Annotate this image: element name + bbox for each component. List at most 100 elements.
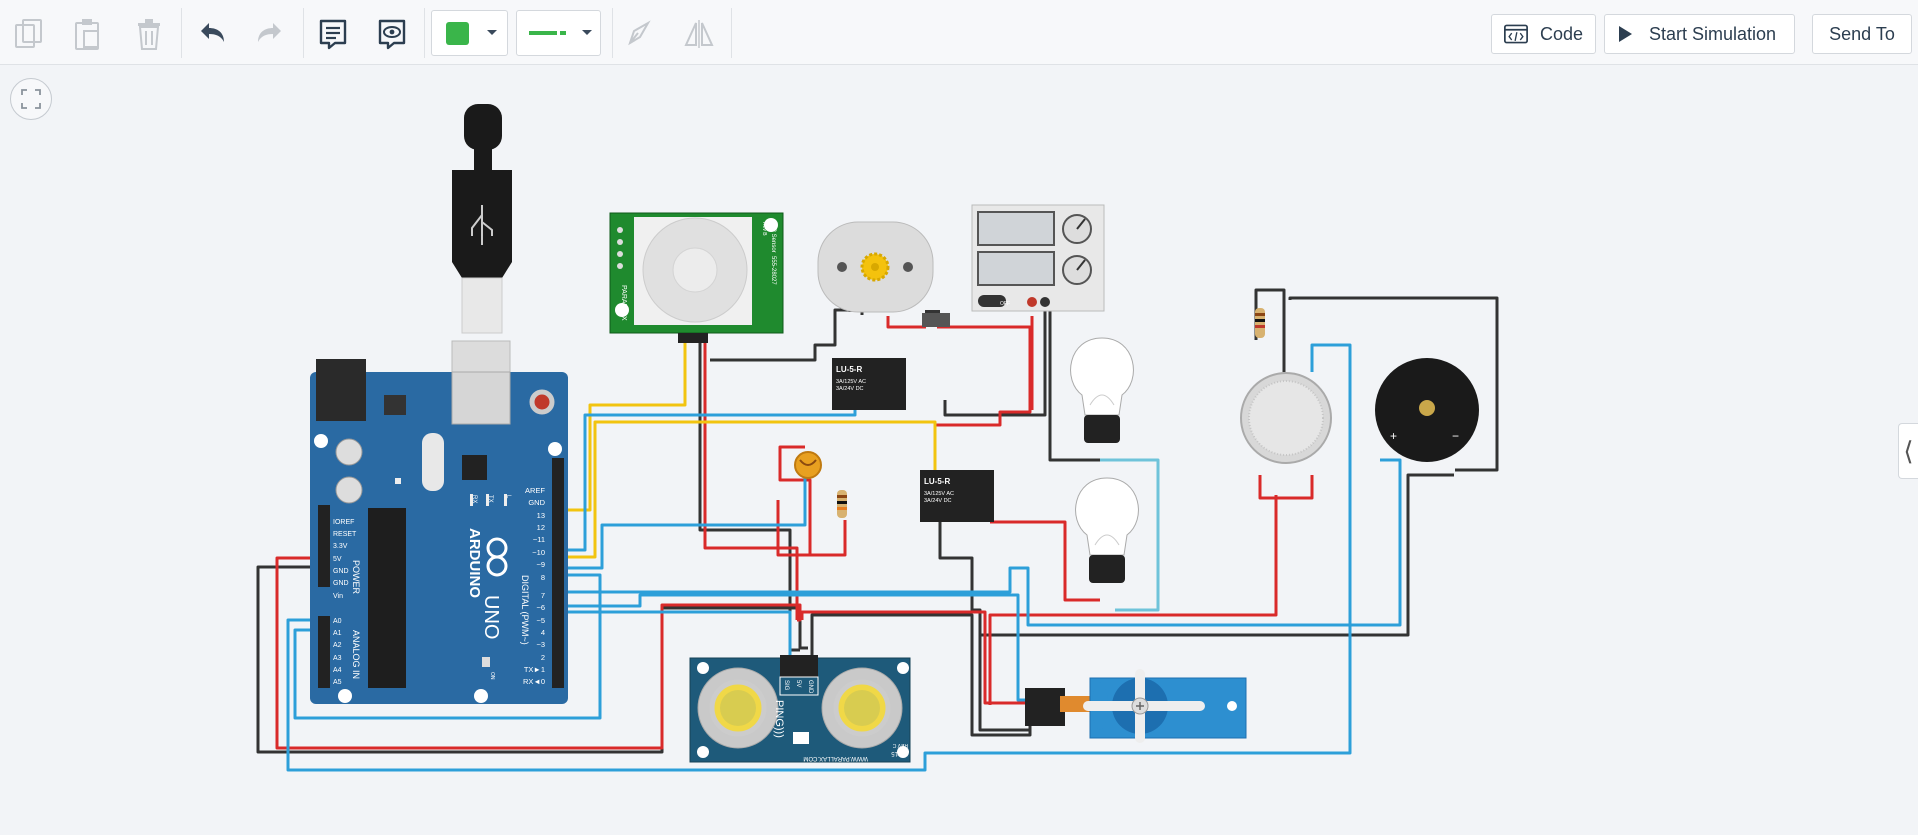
- wire[interactable]: [776, 500, 847, 557]
- pin-label: A1: [333, 630, 342, 637]
- circuit-canvas[interactable]: AREF GND 13 12 ~11 ~10 ~9 8 7 ~6 ~5 4 ~3…: [0, 65, 1918, 835]
- pin-label: A4: [333, 667, 342, 674]
- photoresistor[interactable]: [794, 451, 822, 479]
- fullscreen-icon: [21, 89, 41, 109]
- wires: [256, 288, 1499, 772]
- redo-icon[interactable]: [247, 12, 293, 56]
- ping-pin-label: SIG: [783, 680, 789, 691]
- wire[interactable]: [275, 556, 802, 750]
- chevron-left-icon: ⟨: [1903, 435, 1914, 466]
- components-panel-toggle[interactable]: ⟨: [1898, 423, 1918, 479]
- toolbar-divider: [731, 8, 732, 58]
- wire[interactable]: [935, 325, 1032, 427]
- relay-1[interactable]: LU-5-R 3A/125V AC 3A/24V DC: [832, 358, 906, 410]
- relay-label: LU-5-R: [924, 477, 950, 486]
- pin-label: RESET: [333, 531, 357, 538]
- color-swatch: [446, 21, 469, 45]
- uno-model: UNO: [480, 595, 502, 639]
- undo-icon[interactable]: [189, 12, 235, 56]
- dc-motor[interactable]: [817, 221, 940, 327]
- relay-spec: 3A/24V DC: [924, 498, 952, 504]
- ping-url: WWW.PARALLAX.COM: [803, 755, 868, 761]
- fill-color-dropdown[interactable]: [431, 10, 508, 56]
- pin-label: 7: [541, 591, 545, 600]
- wire[interactable]: [778, 445, 812, 555]
- piezo-buzzer[interactable]: + −: [1375, 358, 1479, 462]
- wire[interactable]: [1258, 475, 1314, 500]
- relay-2[interactable]: LU-5-R 3A/125V AC 3A/24V DC: [920, 470, 994, 522]
- servo-motor[interactable]: [1025, 669, 1247, 743]
- wire[interactable]: [553, 610, 792, 660]
- arduino-uno-board[interactable]: AREF GND 13 12 ~11 ~10 ~9 8 7 ~6 ~5 4 ~3…: [310, 359, 568, 704]
- pin-label: 13: [537, 511, 545, 520]
- wire[interactable]: [293, 573, 602, 720]
- wire[interactable]: [703, 340, 799, 620]
- wire[interactable]: [988, 495, 1278, 705]
- notes-icon[interactable]: [310, 12, 356, 56]
- buzzer-minus: −: [1452, 429, 1459, 443]
- ping-ultrasonic-sensor[interactable]: SIG 5V GND PING))) WWW.PARALLAX.COM 2801…: [689, 655, 911, 763]
- light-bulb-1[interactable]: [1070, 337, 1134, 443]
- wire[interactable]: [886, 316, 926, 329]
- wire[interactable]: [980, 473, 1454, 637]
- wire[interactable]: [938, 490, 1030, 732]
- pin-label: A3: [333, 655, 342, 662]
- power-supply[interactable]: OFF: [971, 204, 1105, 312]
- relay-spec: 3A/24V DC: [836, 386, 864, 392]
- ping-pin-label: GND: [807, 680, 813, 694]
- resistor-1[interactable]: [837, 490, 847, 518]
- chevron-down-icon: [582, 30, 592, 35]
- power-section-label: POWER: [351, 560, 361, 595]
- wire[interactable]: [800, 610, 1030, 705]
- pin-label: TX►1: [524, 665, 545, 674]
- wire[interactable]: [1100, 458, 1160, 612]
- wire[interactable]: [556, 420, 937, 559]
- send-to-button[interactable]: Send To: [1812, 14, 1912, 54]
- ping-rev: REV C: [892, 742, 908, 748]
- wire[interactable]: [990, 520, 1100, 602]
- pir-part: 555-28027: [770, 256, 776, 285]
- pir-sensor[interactable]: PARALLAX PIR Sensor Rev B 555-28027: [609, 212, 784, 343]
- start-simulation-button[interactable]: Start Simulation: [1604, 14, 1795, 54]
- copy-icon[interactable]: [6, 12, 52, 56]
- wire[interactable]: [553, 593, 1030, 702]
- pin-label: 2: [541, 653, 545, 662]
- pin-label: 8: [541, 573, 545, 582]
- wire[interactable]: [1288, 296, 1499, 472]
- slide-switch[interactable]: [922, 313, 950, 327]
- chevron-down-icon: [487, 30, 497, 35]
- wire-style-dropdown[interactable]: [516, 10, 601, 56]
- ping-part: 28015: [891, 750, 908, 756]
- toolbar-divider: [424, 8, 425, 58]
- wire[interactable]: [698, 335, 800, 652]
- fit-view-button[interactable]: [10, 78, 52, 120]
- delete-icon[interactable]: [126, 12, 172, 56]
- light-bulb-2[interactable]: [1075, 477, 1139, 583]
- relay-label: LU-5-R: [836, 365, 862, 374]
- pin-label: ~9: [536, 560, 545, 569]
- ping-brand: PING))): [773, 700, 785, 738]
- start-simulation-label: Start Simulation: [1649, 23, 1777, 44]
- wire[interactable]: [553, 458, 1402, 627]
- pen-icon[interactable]: [616, 12, 662, 56]
- wire[interactable]: [943, 298, 1050, 417]
- pin-label: 5V: [333, 556, 342, 563]
- code-button-label: Code: [1539, 23, 1583, 44]
- code-button[interactable]: Code: [1491, 14, 1596, 54]
- digital-section-label: DIGITAL (PWM~): [520, 575, 530, 645]
- buzzer-plus: +: [1390, 429, 1397, 443]
- pin-label: ~11: [533, 535, 545, 544]
- wire[interactable]: [552, 340, 687, 512]
- pin-label: Vin: [333, 593, 343, 600]
- relay-spec: 3A/125V AC: [836, 379, 866, 385]
- wire[interactable]: [286, 343, 1352, 772]
- paste-icon[interactable]: [64, 12, 110, 56]
- wire[interactable]: [810, 613, 1032, 737]
- gas-sensor[interactable]: [1240, 372, 1332, 464]
- visibility-icon[interactable]: [369, 12, 415, 56]
- resistor-2[interactable]: [1255, 308, 1265, 338]
- wire[interactable]: [1048, 300, 1100, 462]
- ping-pin-label: 5V: [795, 680, 801, 687]
- mirror-icon[interactable]: [676, 12, 722, 56]
- pin-label: AREF: [525, 486, 545, 495]
